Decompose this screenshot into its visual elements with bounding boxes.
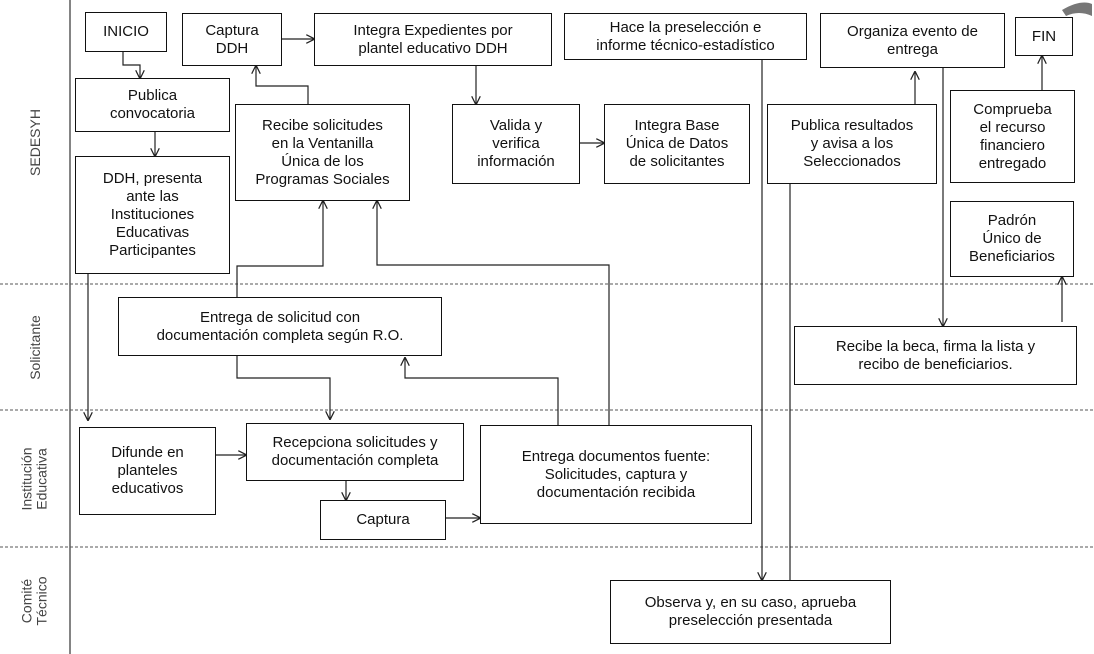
node-recibe-solicitudes: Recibe solicitudes en la Ventanilla Únic…: [235, 104, 410, 201]
node-integra-base: Integra Base Única de Datos de solicitan…: [604, 104, 750, 184]
node-preseleccion: Hace la preselección e informe técnico-e…: [564, 13, 807, 60]
node-publica-convocatoria: Publica convocatoria: [75, 78, 230, 132]
connector: [377, 201, 610, 425]
connector: [236, 356, 330, 419]
node-padron: Padrón Único de Beneficiarios: [950, 201, 1074, 277]
node-inicio: INICIO: [85, 12, 167, 52]
lane-label-institucion-educativa: Institución Educativa: [18, 446, 50, 511]
node-fin: FIN: [1015, 17, 1073, 56]
node-ddh-presenta: DDH, presenta ante las Instituciones Edu…: [75, 156, 230, 274]
node-organiza-evento: Organiza evento de entrega: [820, 13, 1005, 68]
node-valida-verifica: Valida y verifica información: [452, 104, 580, 184]
node-entrega-solicitud: Entrega de solicitud con documentación c…: [118, 297, 442, 356]
connector: [405, 358, 559, 425]
node-recibe-beca: Recibe la beca, firma la lista y recibo …: [794, 326, 1077, 385]
node-integra-expedientes: Integra Expedientes por plantel educativ…: [314, 13, 552, 66]
node-entrega-documentos: Entrega documentos fuente: Solicitudes, …: [480, 425, 752, 524]
node-comprueba: Comprueba el recurso financiero entregad…: [950, 90, 1075, 183]
logo-swoosh: [1062, 2, 1092, 16]
node-captura: Captura: [320, 500, 446, 540]
lane-label-solicitante: Solicitante: [26, 314, 43, 380]
lane-label-comite-tecnico: Comité Técnico: [19, 575, 50, 626]
lane-label-sedesyh: SEDESYH: [26, 108, 43, 176]
connector: [236, 201, 323, 297]
connector: [122, 52, 140, 78]
connector: [256, 66, 309, 104]
node-recepciona: Recepciona solicitudes y documentación c…: [246, 423, 464, 481]
node-publica-resultados: Publica resultados y avisa a los Selecci…: [767, 104, 937, 184]
node-observa: Observa y, en su caso, aprueba preselecc…: [610, 580, 891, 644]
node-captura-ddh: Captura DDH: [182, 13, 282, 66]
node-difunde: Difunde en planteles educativos: [79, 427, 216, 515]
